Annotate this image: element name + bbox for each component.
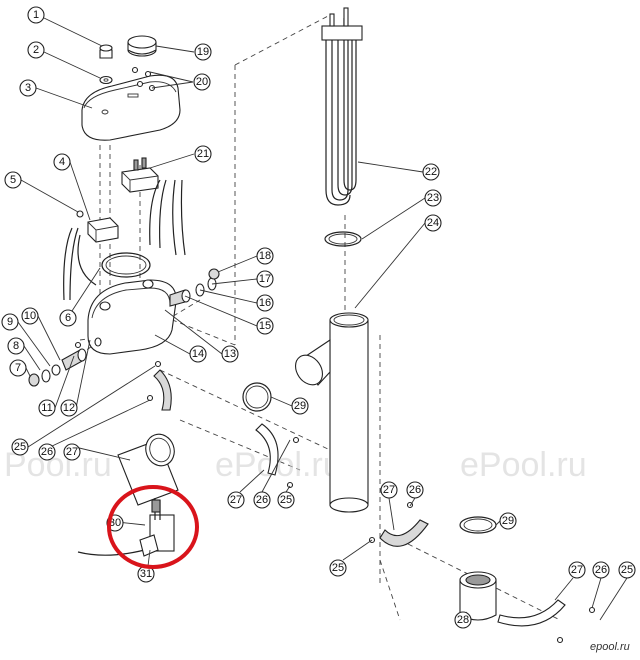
callout-26-d: 26	[592, 561, 610, 579]
callout-10: 10	[21, 307, 39, 325]
svg-text:23: 23	[427, 192, 439, 204]
svg-text:22: 22	[425, 166, 437, 178]
highlight-ellipse	[107, 485, 199, 569]
callout-26-a: 26	[38, 443, 56, 461]
svg-text:25: 25	[14, 441, 26, 453]
callout-27-c: 27	[380, 481, 398, 499]
callout-28: 28	[454, 611, 472, 629]
callout-18: 18	[256, 247, 274, 265]
callout-24: 24	[424, 214, 442, 232]
callout-12: 12	[60, 399, 78, 417]
callout-9: 9	[1, 313, 19, 331]
callout-7: 7	[9, 359, 27, 377]
svg-text:12: 12	[63, 402, 75, 414]
callout-29-a: 29	[291, 397, 309, 415]
svg-text:30: 30	[109, 517, 121, 529]
callout-15: 15	[256, 317, 274, 335]
svg-text:31: 31	[140, 568, 152, 580]
svg-text:26: 26	[595, 564, 607, 576]
callout-14: 14	[189, 345, 207, 363]
callout-19: 19	[194, 43, 212, 61]
svg-text:6: 6	[65, 312, 71, 324]
callout-25-b: 25	[277, 491, 295, 509]
svg-text:25: 25	[280, 494, 292, 506]
svg-text:24: 24	[427, 217, 439, 229]
svg-text:27: 27	[571, 564, 583, 576]
callout-25-c: 25	[329, 559, 347, 577]
callout-27-d: 27	[568, 561, 586, 579]
callout-21: 21	[194, 145, 212, 163]
callout-3: 3	[19, 79, 37, 97]
parts	[28, 7, 596, 644]
svg-text:20: 20	[196, 76, 208, 88]
callout-23: 23	[424, 189, 442, 207]
svg-text:29: 29	[294, 400, 306, 412]
svg-text:21: 21	[197, 148, 209, 160]
callout-25-a: 25	[11, 438, 29, 456]
svg-text:18: 18	[259, 250, 271, 262]
watermark-3: ePool.ru	[460, 446, 587, 484]
svg-text:14: 14	[192, 348, 204, 360]
callout-22: 22	[422, 163, 440, 181]
callout-8: 8	[7, 337, 25, 355]
svg-text:27: 27	[383, 484, 395, 496]
svg-text:16: 16	[259, 297, 271, 309]
svg-text:5: 5	[10, 174, 16, 186]
svg-text:7: 7	[15, 362, 21, 374]
svg-text:10: 10	[24, 310, 36, 322]
svg-text:26: 26	[409, 484, 421, 496]
callout-4: 4	[53, 153, 71, 171]
svg-text:19: 19	[197, 46, 209, 58]
svg-text:28: 28	[457, 614, 469, 626]
svg-text:17: 17	[259, 273, 271, 285]
svg-text:27: 27	[66, 446, 78, 458]
callout-29-b: 29	[499, 512, 517, 530]
svg-text:27: 27	[230, 494, 242, 506]
svg-text:25: 25	[621, 564, 633, 576]
svg-text:3: 3	[25, 82, 31, 94]
callout-27-b: 27	[227, 491, 245, 509]
svg-text:2: 2	[33, 44, 39, 56]
callout-5: 5	[4, 171, 22, 189]
callout-16: 16	[256, 294, 274, 312]
svg-text:11: 11	[41, 402, 52, 414]
callout-25-d: 25	[618, 561, 636, 579]
svg-text:4: 4	[59, 156, 65, 168]
svg-text:15: 15	[259, 320, 271, 332]
callout-26-b: 26	[253, 491, 271, 509]
callout-26-c: 26	[406, 481, 424, 499]
callout-2: 2	[27, 41, 45, 59]
svg-text:26: 26	[41, 446, 53, 458]
site-logo: epool.ru	[590, 641, 630, 653]
svg-text:25: 25	[332, 562, 344, 574]
svg-text:9: 9	[7, 316, 13, 328]
leader-lines	[17, 17, 628, 621]
callout-17: 17	[256, 270, 274, 288]
svg-text:26: 26	[256, 494, 268, 506]
svg-text:13: 13	[224, 348, 236, 360]
callout-27-a: 27	[63, 443, 81, 461]
callout-20: 20	[193, 73, 211, 91]
svg-text:1: 1	[33, 9, 39, 21]
svg-text:29: 29	[502, 515, 514, 527]
callout-1: 1	[27, 6, 45, 24]
callout-13: 13	[221, 345, 239, 363]
svg-text:8: 8	[13, 340, 19, 352]
callout-11: 11	[38, 399, 56, 417]
callout-6: 6	[59, 309, 77, 327]
